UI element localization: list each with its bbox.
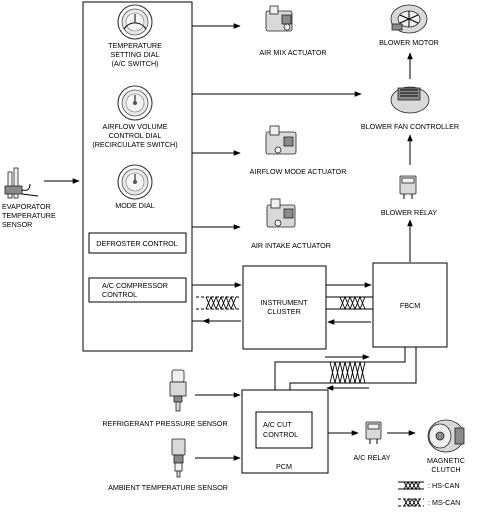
- ambient-temperature-sensor-icon: [171, 438, 186, 478]
- evaporator-sensor-label-2: TEMPERATURE: [2, 211, 56, 220]
- ms-can-legend-label: : MS-CAN: [428, 498, 460, 507]
- defroster-control-label: DEFROSTER CONTROL: [96, 239, 177, 248]
- evaporator-sensor-label-1: EVAPORATOR: [2, 202, 51, 211]
- magnetic-clutch-label-2: CLUTCH: [431, 465, 460, 474]
- refrigerant-pressure-sensor-icon: [169, 369, 187, 412]
- pcm-label: PCM: [276, 462, 292, 471]
- hs-can-fbcm-pcm-link: [274, 347, 417, 391]
- evaporator-temperature-sensor-icon: [4, 167, 39, 199]
- ms-can-legend-symbol: [398, 498, 424, 507]
- legend: : HS-CAN : MS-CAN: [398, 481, 460, 507]
- hs-can-legend-label: : HS-CAN: [428, 481, 460, 490]
- airflow-mode-actuator-label: AIRFLOW MODE ACTUATOR: [250, 167, 347, 176]
- fbcm-box: [372, 262, 448, 348]
- airflow-volume-dial-icon: [117, 85, 153, 121]
- blower-motor-label: BLOWER MOTOR: [379, 38, 439, 47]
- ambient-temperature-sensor-label: AMBIENT TEMPERATURE SENSOR: [108, 483, 228, 492]
- air-mix-actuator-label: AIR MIX ACTUATOR: [259, 48, 326, 57]
- hs-can-legend-symbol: [398, 481, 424, 490]
- blower-relay-icon: [399, 175, 417, 199]
- blower-fan-controller-label: BLOWER FAN CONTROLLER: [361, 122, 459, 131]
- defroster-control-box: [88, 232, 187, 254]
- airflow-dial-label-1: AIRFLOW VOLUME: [102, 122, 167, 131]
- temperature-dial-label-2: SETTING DIAL: [110, 50, 159, 59]
- temperature-dial-label-3: (A/C SWITCH): [111, 59, 158, 68]
- magnetic-clutch-label-1: MAGNETIC: [427, 456, 465, 465]
- mode-dial-label: MODE DIAL: [115, 201, 155, 210]
- ac-compressor-control-box: [88, 277, 187, 303]
- ac-cut-control-box: [255, 411, 313, 449]
- air-mix-actuator-icon: [265, 5, 293, 32]
- temperature-dial-icon: [117, 4, 153, 40]
- ac-compressor-control-label-2: CONTROL: [102, 290, 137, 299]
- refrigerant-pressure-sensor-label: REFRIGERANT PRESSURE SENSOR: [102, 419, 227, 428]
- instrument-cluster-box: [242, 265, 327, 350]
- ac-relay-label: A/C RELAY: [353, 453, 390, 462]
- hs-can-cluster-fbcm-link: [326, 282, 373, 325]
- evaporator-sensor-label-3: SENSOR: [2, 220, 32, 229]
- fbcm-label: FBCM: [400, 301, 420, 310]
- ac-cut-control-label-2: CONTROL: [263, 430, 298, 439]
- air-intake-actuator-icon: [266, 198, 296, 228]
- airflow-mode-actuator-icon: [265, 125, 297, 155]
- ac-compressor-control-label-1: A/C COMPRESSOR: [102, 281, 168, 290]
- blower-motor-icon: [390, 4, 428, 34]
- ac-relay-icon: [365, 421, 382, 444]
- ac-cut-control-label-1: A/C CUT: [263, 420, 292, 429]
- instrument-cluster-label-2: CLUSTER: [267, 307, 301, 316]
- magnetic-clutch-icon: [427, 419, 465, 453]
- blower-relay-label: BLOWER RELAY: [381, 208, 437, 217]
- temperature-dial-label-1: TEMPERATURE: [108, 41, 162, 50]
- airflow-dial-label-2: CONTROL DIAL: [109, 131, 162, 140]
- mode-dial-icon: [117, 164, 153, 200]
- air-intake-actuator-label: AIR INTAKE ACTUATOR: [251, 241, 331, 250]
- blower-fan-controller-icon: [390, 86, 430, 114]
- airflow-dial-label-3: (RECIRCULATE SWITCH): [92, 140, 177, 149]
- instrument-cluster-label-1: INSTRUMENT: [260, 298, 308, 307]
- ms-can-panel-cluster-link: [192, 282, 242, 324]
